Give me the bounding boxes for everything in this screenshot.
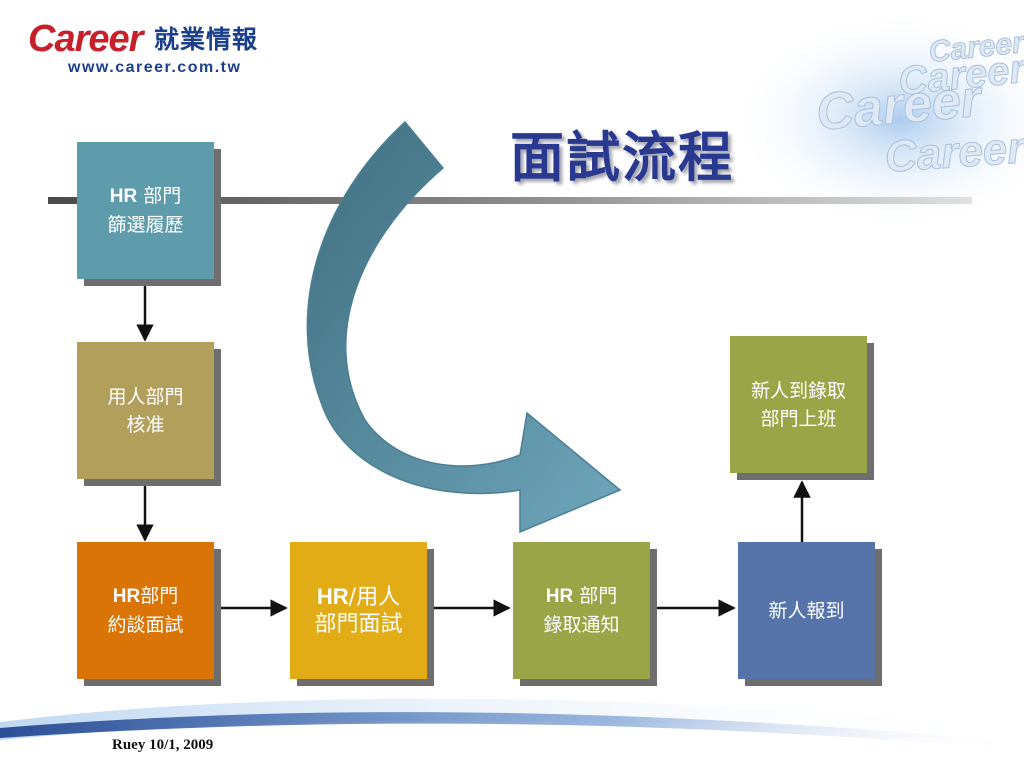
logo-url: www.career.com.tw — [68, 59, 242, 76]
watermark-word: Career — [883, 123, 1024, 182]
node-new-hire-onboard: 新人到錄取 部門上班 — [730, 336, 867, 473]
page-title: 面試流程 — [510, 126, 734, 189]
node-label-line1: 新人到錄取 — [750, 379, 846, 402]
node-dept-approve: 用人部門 核准 — [77, 342, 214, 479]
node-label-line2: 核准 — [126, 413, 165, 436]
node-label-line2: 錄取通知 — [543, 614, 620, 636]
node-hr-screen-resumes: HR 部門 篩選履歷 — [77, 142, 214, 279]
footer-author-date: Ruey 10/1, 2009 — [112, 737, 214, 753]
node-hr-invite-interview: HR部門 約談面試 — [77, 542, 214, 679]
node-label-line1: HR/用人 — [316, 584, 401, 610]
node-label-line1: HR部門 — [112, 585, 179, 607]
node-label-line2: 約談面試 — [107, 614, 184, 636]
node-label-line2: 部門面試 — [314, 612, 403, 637]
node-label-line1: 新人報到 — [768, 599, 845, 622]
curved-flow-arrow — [306, 120, 622, 534]
node-label-line2: 部門上班 — [760, 407, 837, 430]
watermark-word: Career — [814, 70, 986, 142]
company-logo: Career 就業情報 www.career.com.tw — [28, 18, 288, 78]
node-label-line1: HR 部門 — [545, 585, 618, 607]
node-hr-dept-interview: HR/用人 部門面試 — [290, 542, 427, 679]
logo-brand: Career — [28, 18, 143, 60]
node-label-line1: 用人部門 — [107, 385, 184, 408]
logo-chinese-name: 就業情報 — [154, 25, 259, 54]
node-label-line2: 篩選履歷 — [107, 214, 184, 236]
node-hr-offer-notice: HR 部門 錄取通知 — [513, 542, 650, 679]
node-label-line1: HR 部門 — [109, 185, 182, 207]
node-new-hire-report: 新人報到 — [738, 542, 875, 679]
